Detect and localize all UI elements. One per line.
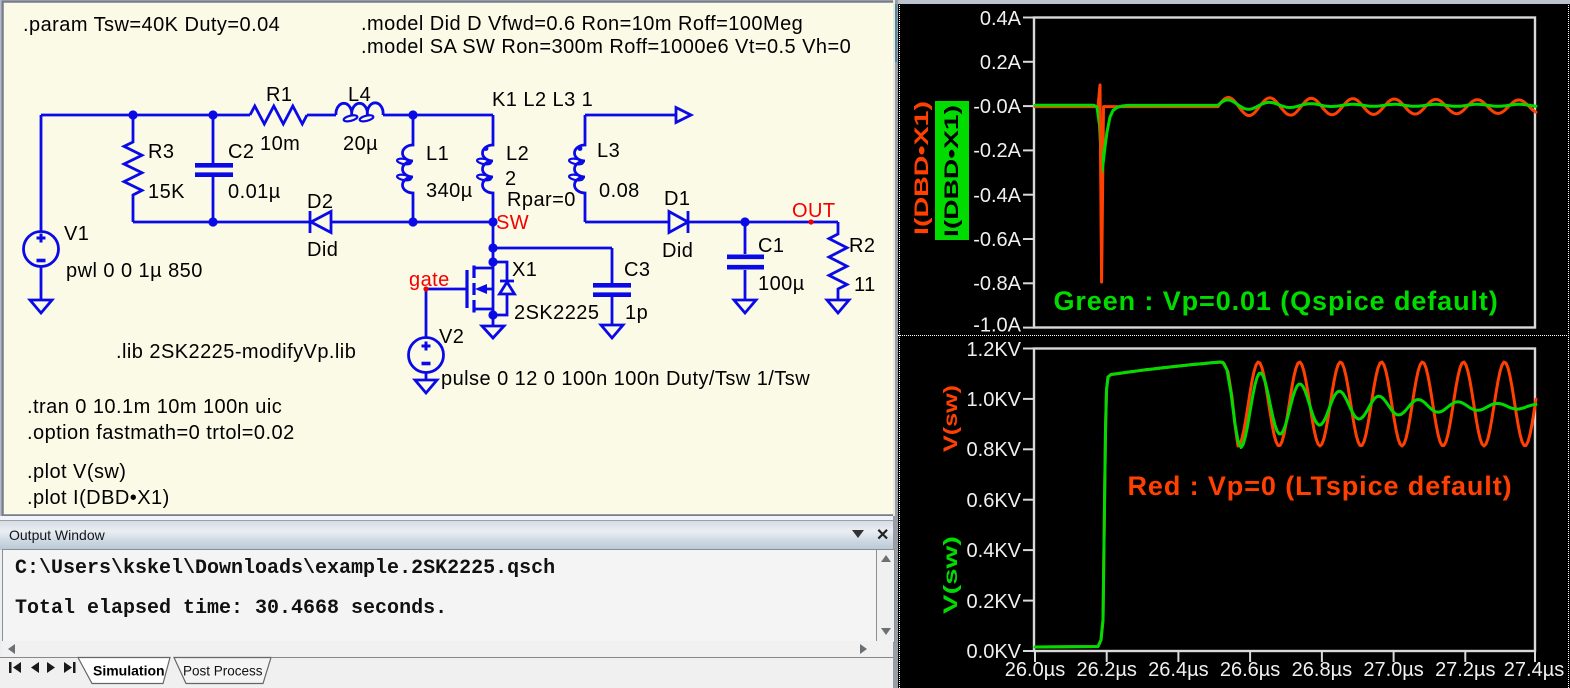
svg-text:26.4µs: 26.4µs [1148, 659, 1208, 681]
svg-text:.lib 2SK2225-modifyVp.lib: .lib 2SK2225-modifyVp.lib [116, 341, 356, 363]
svg-text:27.2µs: 27.2µs [1435, 659, 1495, 681]
svg-text:.model Did D Vfwd=0.6 Ron=10m: .model Did D Vfwd=0.6 Ron=10m Roff=100Me… [361, 13, 803, 35]
svg-text:R2: R2 [849, 235, 875, 257]
svg-text:.tran 0 10.1m 10m 100n uic: .tran 0 10.1m 10m 100n uic [27, 396, 282, 418]
svg-text:15K: 15K [148, 181, 185, 203]
svg-text:-0.0A: -0.0A [973, 96, 1021, 118]
svg-text:1p: 1p [625, 302, 648, 324]
svg-text:27.4µs: 27.4µs [1504, 659, 1564, 681]
svg-text:gate: gate [409, 269, 450, 291]
svg-text:D1: D1 [664, 188, 690, 210]
svg-text:L1: L1 [426, 143, 449, 165]
svg-text:V(sw): V(sw) [940, 385, 962, 452]
svg-text:C2: C2 [228, 141, 254, 163]
svg-text:-0.2A: -0.2A [973, 140, 1021, 162]
svg-text:.plot I(DBD•X1): .plot I(DBD•X1) [27, 487, 170, 509]
svg-text:pwl 0 0 1µ 850: pwl 0 0 1µ 850 [66, 260, 203, 282]
svg-text:Did: Did [662, 240, 693, 262]
svg-text:V1: V1 [64, 223, 89, 245]
svg-text:Green : Vp=0.01 (Qspice defaul: Green : Vp=0.01 (Qspice default) [1054, 286, 1499, 316]
svg-text:27.0µs: 27.0µs [1363, 659, 1423, 681]
svg-text:OUT: OUT [792, 200, 836, 222]
svg-text:0.0KV: 0.0KV [967, 641, 1022, 663]
svg-text:X1: X1 [512, 259, 537, 281]
svg-text:SW: SW [496, 212, 529, 234]
svg-text:R3: R3 [148, 141, 174, 163]
svg-text:pulse 0 12 0 100n 100n Duty/Ts: pulse 0 12 0 100n 100n Duty/Tsw 1/Tsw [441, 368, 810, 390]
svg-text:26.8µs: 26.8µs [1292, 659, 1352, 681]
svg-text:0.8KV: 0.8KV [967, 439, 1022, 461]
svg-text:1.0KV: 1.0KV [967, 389, 1022, 411]
svg-text:Red : Vp=0 (LTspice default): Red : Vp=0 (LTspice default) [1128, 471, 1513, 501]
svg-text:K1 L2 L3 1: K1 L2 L3 1 [492, 89, 593, 111]
svg-text:V2: V2 [439, 326, 464, 348]
svg-text:0.4KV: 0.4KV [967, 540, 1022, 562]
svg-text:I(DBD•X1): I(DBD•X1) [911, 101, 933, 235]
svg-text:.option fastmath=0 trtol=0.02: .option fastmath=0 trtol=0.02 [27, 422, 295, 444]
svg-text:340µ: 340µ [426, 180, 473, 202]
svg-text:-0.6A: -0.6A [973, 229, 1021, 251]
svg-text:2SK2225: 2SK2225 [514, 302, 599, 324]
svg-text:.plot V(sw): .plot V(sw) [27, 461, 126, 483]
svg-text:26.2µs: 26.2µs [1076, 659, 1136, 681]
svg-text:0.01µ: 0.01µ [228, 181, 281, 203]
svg-text:.param Tsw=40K Duty=0.04: .param Tsw=40K Duty=0.04 [23, 14, 280, 36]
svg-text:.model SA SW Ron=300m Roff=100: .model SA SW Ron=300m Roff=1000e6 Vt=0.5… [361, 36, 851, 58]
svg-text:-0.8A: -0.8A [973, 273, 1021, 295]
svg-text:Rpar=0: Rpar=0 [507, 189, 576, 211]
svg-text:0.4A: 0.4A [980, 8, 1022, 30]
svg-text:L3: L3 [597, 140, 620, 162]
svg-text:0.2KV: 0.2KV [967, 591, 1022, 613]
svg-text:1.2KV: 1.2KV [967, 339, 1022, 361]
svg-text:0.2A: 0.2A [980, 52, 1022, 74]
svg-text:11: 11 [854, 274, 876, 296]
svg-text:2: 2 [505, 168, 517, 190]
svg-text:C1: C1 [758, 235, 784, 257]
svg-text:R1: R1 [266, 84, 292, 106]
svg-text:C3: C3 [624, 259, 650, 281]
svg-text:I(DBD•X1): I(DBD•X1) [941, 105, 963, 237]
svg-text:100µ: 100µ [758, 273, 805, 295]
svg-text:0.6KV: 0.6KV [967, 490, 1022, 512]
svg-text:26.6µs: 26.6µs [1220, 659, 1280, 681]
svg-text:20µ: 20µ [343, 133, 378, 155]
svg-text:Simulation: Simulation [93, 663, 165, 679]
svg-text:26.0µs: 26.0µs [1005, 659, 1065, 681]
svg-text:0.08: 0.08 [599, 180, 640, 202]
svg-text:Post Process: Post Process [183, 664, 263, 679]
svg-text:L4: L4 [348, 84, 371, 106]
svg-text:-0.4A: -0.4A [973, 185, 1021, 207]
svg-text:10m: 10m [260, 133, 300, 155]
svg-text:L2: L2 [506, 143, 529, 165]
svg-text:D2: D2 [307, 191, 333, 213]
svg-text:Did: Did [307, 239, 338, 261]
svg-text:-1.0A: -1.0A [973, 315, 1021, 337]
svg-text:V(sw): V(sw) [940, 536, 962, 614]
